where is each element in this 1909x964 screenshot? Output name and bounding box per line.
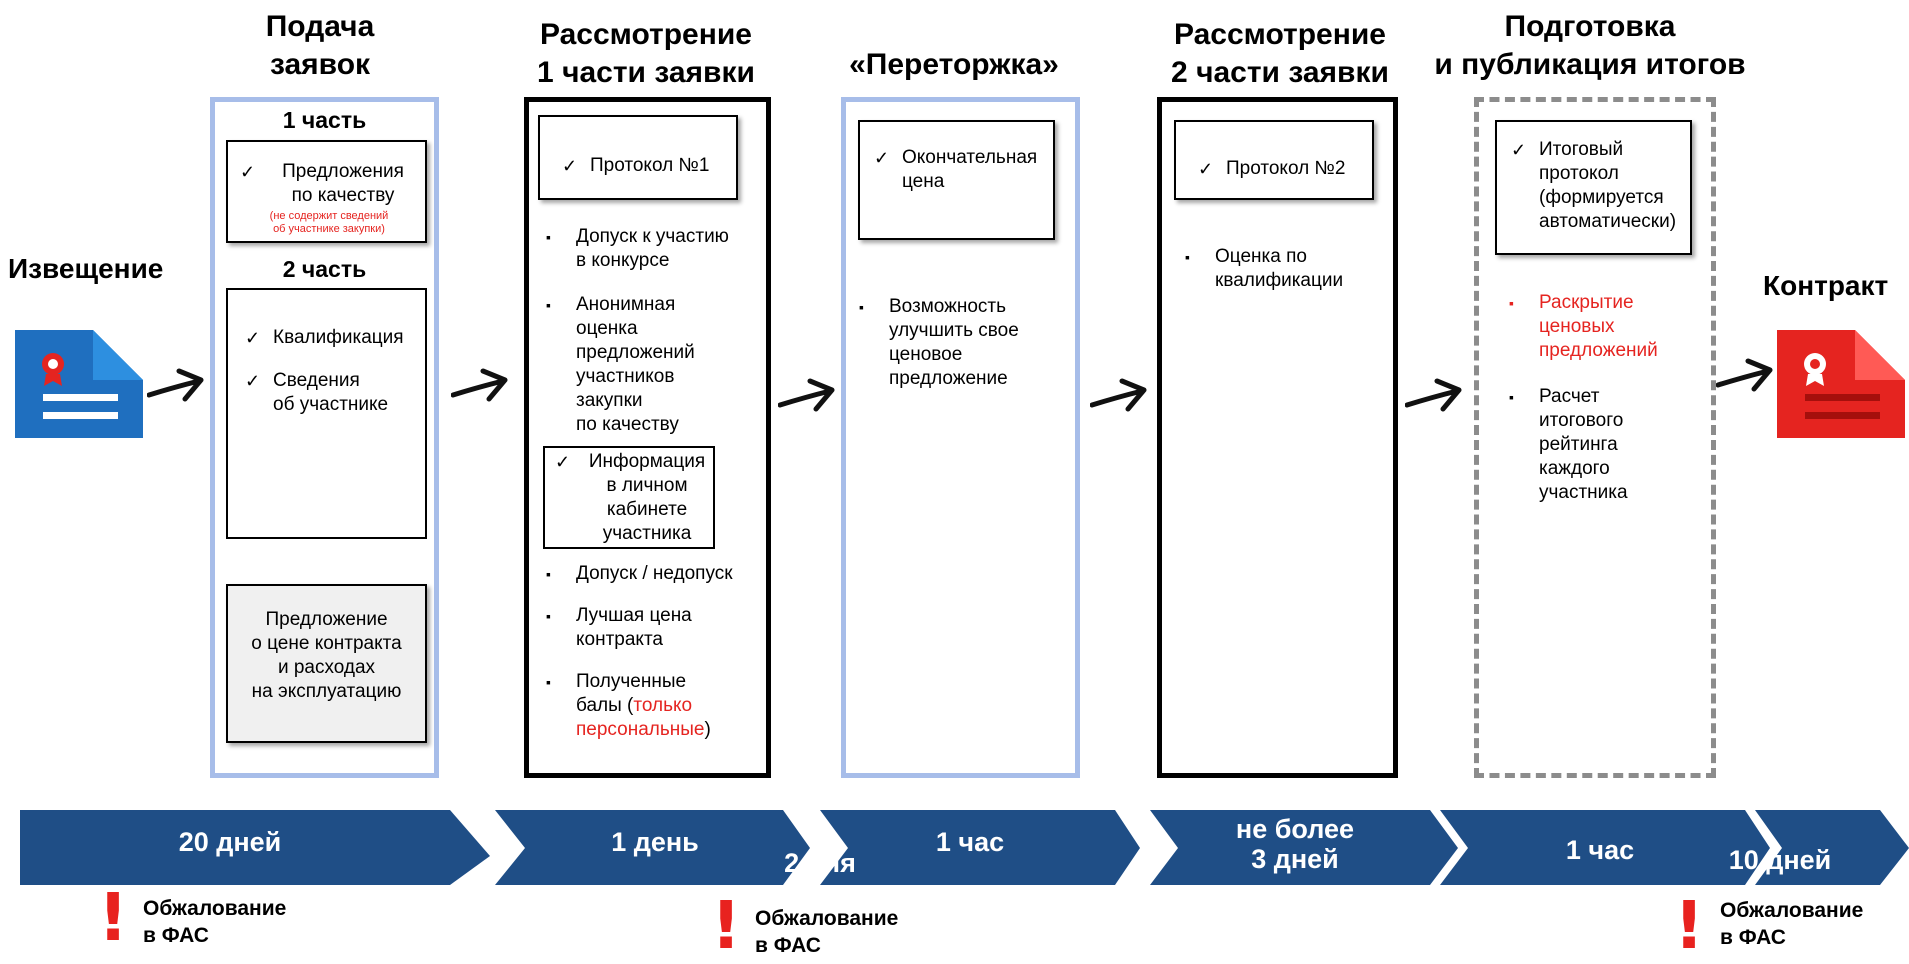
final-price-box: Окончательная цена <box>858 120 1055 240</box>
review1-bullet-anonymous: Анонимная оценка предложений участников … <box>546 293 771 437</box>
notice-document-icon <box>15 330 143 438</box>
protocol2-box: Протокол №2 <box>1174 120 1374 200</box>
timeline-label-1-hour: 1 час <box>935 827 1005 857</box>
review1-bullet-admission-result: Допуск / недопуск <box>546 562 771 586</box>
final-price-text: Окончательная цена <box>874 146 1052 194</box>
exclamation-icon: ! <box>1674 887 1705 964</box>
part2-label: 2 часть <box>282 256 367 282</box>
arrow-icon <box>1716 358 1773 392</box>
timeline-label-20-days: 20 дней <box>178 827 282 857</box>
exclamation-icon: ! <box>98 879 129 956</box>
review1-bullet-admission: Допуск к участию в конкурсе <box>546 225 771 273</box>
part2-item-participant-info: Сведения об участнике <box>245 369 423 417</box>
scores-prefix: Полученные балы ( <box>576 671 687 716</box>
stage-review1-box <box>524 97 771 778</box>
part2-box: Квалификация Сведения об участнике <box>226 288 427 539</box>
protocol1-label: Протокол №1 <box>562 154 730 178</box>
review1-bullet-best-price: Лучшая цена контракта <box>546 604 771 652</box>
timeline-label-1-day: 1 день <box>611 827 699 857</box>
part2-item-qualification: Квалификация <box>245 326 423 350</box>
timeline-label-3-days: не более 3 дней <box>1235 814 1355 874</box>
rebid-bullet: Возможность улучшить свое ценовое предло… <box>859 295 1074 391</box>
stage-review2-title: Рассмотрение 2 части заявки <box>1171 18 1389 89</box>
final-protocol-text: Итоговый протокол (формируется автоматич… <box>1511 138 1694 234</box>
scores-suffix: ) <box>704 719 711 740</box>
stage-review1-title: Рассмотрение 1 части заявки <box>537 18 755 89</box>
stage-results-box <box>1474 97 1716 778</box>
review1-bullet-scores: Полученные балы (только персональные) <box>546 670 771 742</box>
results-bullet-price-disclosure: Раскрытие ценовых предложений <box>1509 291 1709 363</box>
protocol1-box: Протокол №1 <box>538 115 738 200</box>
stage-rebid-title: «Переторжка» <box>849 48 1059 81</box>
price-proposal-box: Предложение о цене контракта и расходах … <box>226 584 427 743</box>
appeal-fas-3: Обжалование в ФАС <box>1720 899 1864 949</box>
exclamation-icon: ! <box>711 887 742 964</box>
part1-note: (не содержит сведений об участнике закуп… <box>269 210 389 235</box>
timeline-label-10-days: 10 дней <box>1728 845 1832 875</box>
appeal-fas-2: Обжалование в ФАС <box>755 907 899 957</box>
part1-item: Предложения по качеству <box>240 160 418 208</box>
info-cabinet-box: Информация в личном кабинете участника <box>543 446 715 549</box>
info-cabinet-text: Информация в личном кабинете участника <box>555 450 711 546</box>
arrow-icon <box>147 368 204 402</box>
arrow-icon <box>451 368 508 402</box>
notice-label: Извещение <box>8 253 164 284</box>
arrow-icon <box>1405 378 1462 412</box>
timeline-label-1-hour-2: 1 час <box>1565 835 1635 865</box>
stage-results-title: Подготовка и публикация итогов <box>1434 10 1746 81</box>
stage-submission-box <box>210 97 439 778</box>
arrow-icon <box>1090 378 1147 412</box>
review2-bullet: Оценка по квалификации <box>1185 245 1390 293</box>
scores-personal: только персональные <box>576 695 705 740</box>
contract-label: Контракт <box>1763 270 1889 301</box>
protocol2-label: Протокол №2 <box>1198 157 1366 181</box>
part1-label: 1 часть <box>282 107 367 133</box>
timeline-label-2-days: 2 дня <box>784 848 856 878</box>
part1-box: Предложения по качеству (не содержит све… <box>226 140 427 243</box>
contract-document-icon <box>1777 330 1905 438</box>
final-protocol-box: Итоговый протокол (формируется автоматич… <box>1495 120 1692 255</box>
results-bullet-rating: Расчет итогового рейтинга каждого участн… <box>1509 385 1709 505</box>
stage-submission-title: Подача заявок <box>265 10 375 81</box>
arrow-icon <box>778 378 835 412</box>
stage-review2-box <box>1157 97 1398 778</box>
stage-rebid-box <box>841 97 1080 778</box>
price-proposal-text: Предложение о цене контракта и расходах … <box>251 609 402 702</box>
appeal-fas-1: Обжалование в ФАС <box>143 897 287 947</box>
